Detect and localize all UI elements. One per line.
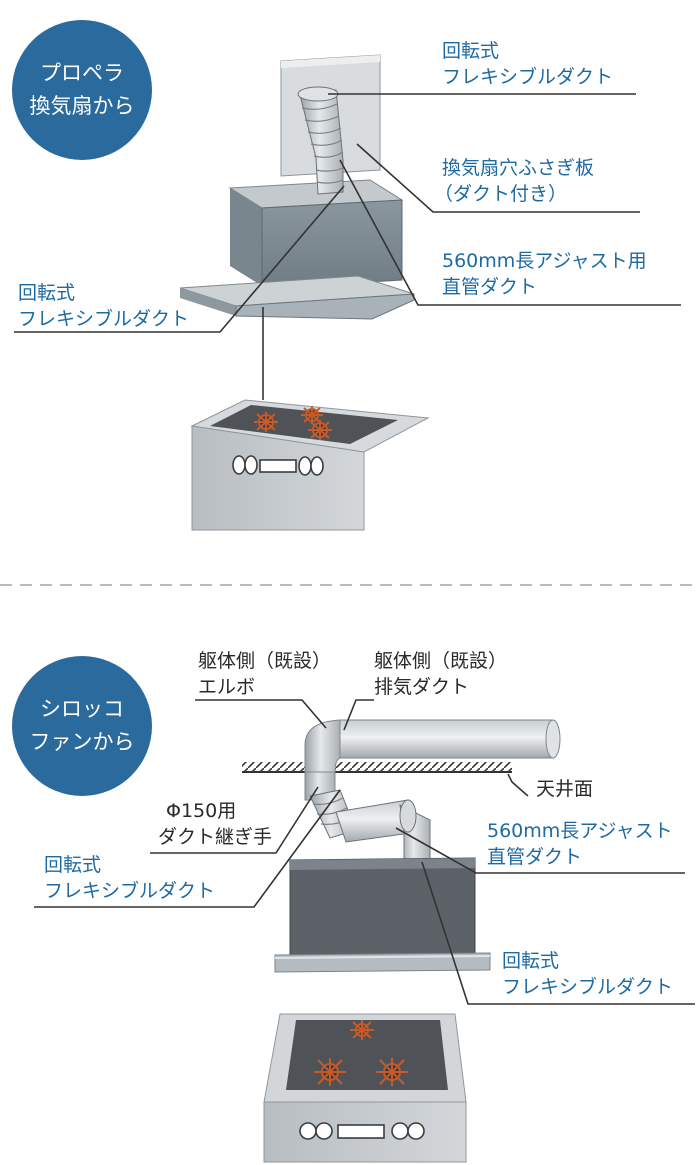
- propeller-hood: [179, 179, 415, 320]
- exhaust-duct: [304, 719, 561, 801]
- badge-line: 換気扇から: [29, 94, 135, 118]
- label-line: 躯体側（既設）: [374, 650, 508, 672]
- label-line: フレキシブルダクト: [502, 976, 674, 998]
- label-line: フレキシブルダクト: [442, 66, 614, 88]
- label-sirocco-straight: 560mm長アジャスト 直管ダクト: [487, 818, 673, 870]
- label-line: 躯体側（既設）: [198, 650, 332, 672]
- label-line: エルボ: [198, 676, 256, 698]
- label-line: 直管ダクト: [442, 276, 538, 298]
- leader-lines: [14, 93, 695, 1005]
- flexible-duct-top: [297, 86, 344, 195]
- ceiling-surface: [242, 762, 512, 773]
- burner: [314, 1058, 346, 1086]
- label-line: 560mm長アジャスト用: [442, 250, 647, 272]
- control-panel: [232, 455, 324, 476]
- burner: [350, 1020, 374, 1040]
- label-line: 回転式: [44, 854, 102, 876]
- sirocco-flexible-duct: [309, 789, 431, 863]
- label-ceiling: 天井面: [536, 778, 594, 800]
- label-line: 回転式: [18, 282, 76, 304]
- label-line: 排気ダクト: [374, 676, 470, 698]
- label-flex-top: 回転式 フレキシブルダクト: [442, 38, 613, 90]
- label-line: フレキシブルダクト: [44, 880, 216, 902]
- label-line: ダクト継ぎ手: [158, 826, 273, 848]
- label-line: 560mm長アジャスト: [487, 820, 673, 842]
- burner: [254, 412, 278, 432]
- label-line: 回転式: [502, 950, 560, 972]
- label-straight-duct: 560mm長アジャスト用 直管ダクト: [442, 248, 647, 300]
- cooktop-2: [263, 1013, 467, 1163]
- burner: [308, 420, 332, 440]
- badge-line: プロペラ: [40, 61, 124, 85]
- burner: [376, 1058, 408, 1086]
- badge-line: ファンから: [29, 730, 135, 754]
- label-sirocco-flex-left: 回転式 フレキシブルダクト: [44, 852, 215, 904]
- control-panel: [299, 1122, 425, 1140]
- sirocco-hood: [274, 857, 491, 973]
- cooktop-1: [190, 399, 430, 531]
- label-line: 換気扇穴ふさぎ板: [442, 157, 595, 179]
- label-line: 回転式: [442, 40, 500, 62]
- sirocco-badge: シロッコ ファンから: [12, 656, 152, 796]
- label-line: フレキシブルダクト: [18, 308, 190, 330]
- label-line: 直管ダクト: [487, 846, 583, 868]
- label-plate: 換気扇穴ふさぎ板 （ダクト付き）: [434, 155, 595, 207]
- label-sirocco-flex-right: 回転式 フレキシブルダクト: [502, 948, 673, 1000]
- label-line: （ダクト付き）: [434, 183, 568, 205]
- label-flex-left: 回転式 フレキシブルダクト: [18, 280, 189, 332]
- label-line: Φ150用: [166, 800, 237, 822]
- burner: [301, 406, 323, 424]
- label-joint: Φ150用 ダクト継ぎ手: [158, 798, 272, 850]
- badge-line: シロッコ: [40, 697, 124, 721]
- label-exhaust-duct: 躯体側（既設） 排気ダクト: [374, 648, 507, 700]
- label-elbow: 躯体側（既設） エルボ: [198, 648, 331, 700]
- propeller-badge: プロペラ 換気扇から: [12, 20, 152, 160]
